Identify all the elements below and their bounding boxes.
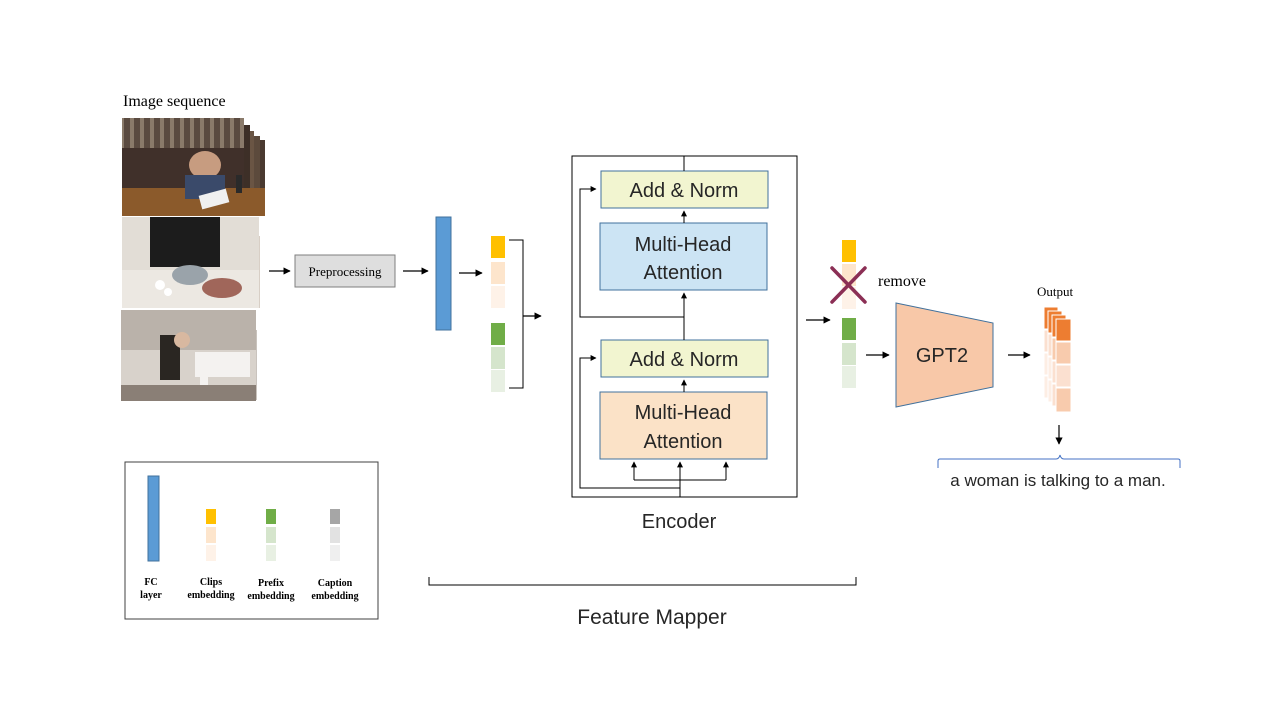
- caption-brace: [937, 454, 1181, 468]
- add-norm-bottom-label: Add & Norm: [630, 349, 739, 371]
- remove-x-icon: [830, 266, 867, 304]
- mha-bottom-line2: Attention: [644, 431, 723, 453]
- output-embedding-stack: [1043, 306, 1072, 413]
- mha-top-line1: Multi-Head: [635, 234, 732, 256]
- legend-clips-line2: embedding: [187, 590, 234, 601]
- mha-bottom-line1: Multi-Head: [635, 402, 732, 424]
- encoder-connections: [579, 156, 729, 497]
- remove-label: remove: [878, 273, 926, 290]
- embedding-bracket: [509, 239, 524, 389]
- legend-caption-line1: Caption: [318, 578, 353, 589]
- legend-fc-swatch: [147, 475, 160, 562]
- legend-fc-line2: layer: [140, 590, 162, 601]
- output-caption: a woman is talking to a man.: [950, 471, 1165, 490]
- legend-fc-line1: FC: [144, 577, 157, 588]
- legend-clips-swatch: [206, 509, 216, 561]
- feature-mapper-bracket: [428, 577, 857, 586]
- legend-prefix-swatch: [266, 509, 276, 561]
- encoder-label: Encoder: [642, 511, 717, 533]
- legend-clips-line1: Clips: [200, 577, 222, 588]
- mha-bottom-box: [599, 391, 768, 460]
- image-sequence-title: Image sequence: [123, 93, 226, 110]
- gpt2-label: GPT2: [916, 345, 968, 367]
- legend-prefix-line2: embedding: [247, 591, 294, 602]
- add-norm-top-label: Add & Norm: [630, 180, 739, 202]
- preprocessing-label: Preprocessing: [309, 264, 382, 279]
- preprocessing-box: [294, 254, 396, 288]
- encoder-output-column: [842, 240, 856, 388]
- mha-top-box: [599, 222, 768, 291]
- clips-embedding-column: [491, 236, 505, 308]
- legend-caption-line2: embedding: [311, 591, 358, 602]
- image-stack-1: [122, 118, 265, 216]
- fc-layer-bar: [435, 216, 452, 331]
- feature-mapper-label: Feature Mapper: [577, 606, 726, 629]
- gpt2-block: [895, 302, 994, 408]
- legend-caption-swatch: [330, 509, 340, 561]
- output-label: Output: [1037, 284, 1074, 299]
- mha-top-line2: Attention: [644, 262, 723, 284]
- image-stack-2: [122, 217, 260, 308]
- legend-prefix-line1: Prefix: [258, 578, 284, 589]
- prefix-embedding-column: [491, 323, 505, 392]
- image-stack-3: [121, 310, 257, 401]
